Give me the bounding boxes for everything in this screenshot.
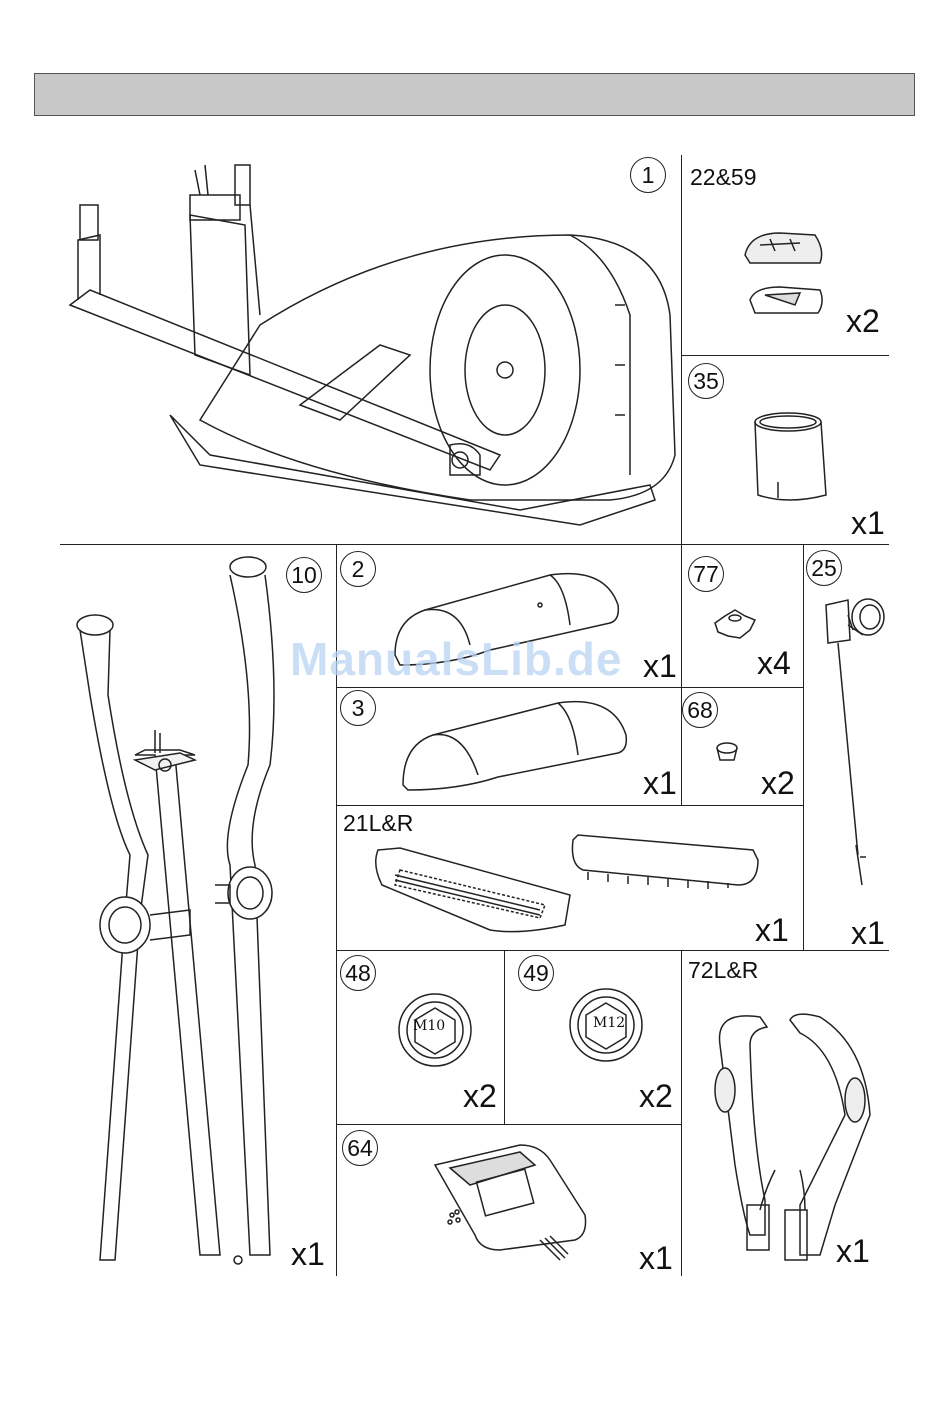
divider-h-right-top xyxy=(681,355,889,356)
divider-h-21 xyxy=(336,950,889,951)
divider-h-64 xyxy=(336,1124,681,1125)
part-number-35: 35 xyxy=(688,363,724,399)
pedal-left-drawing xyxy=(370,840,575,940)
divider-v-48 xyxy=(504,950,505,1124)
divider-v-top xyxy=(681,155,682,545)
quantity-3: x1 xyxy=(643,765,677,802)
small-cap-drawing xyxy=(712,740,742,765)
part-number-21lr: 21L&R xyxy=(343,810,413,837)
divider-h-main xyxy=(60,544,889,545)
quantity-21lr: x1 xyxy=(755,912,789,949)
pedal-right-drawing xyxy=(568,830,768,890)
pedal-arm-cover-left-drawing xyxy=(390,565,625,670)
quantity-48: x2 xyxy=(463,1078,497,1115)
divider-v-72 xyxy=(681,950,682,1276)
divider-h-3 xyxy=(336,805,803,806)
divider-v-25 xyxy=(803,544,804,950)
part-number-77: 77 xyxy=(688,556,724,592)
page-header-bar xyxy=(34,73,915,116)
part-number-49: 49 xyxy=(518,955,554,991)
quantity-72lr: x1 xyxy=(836,1233,870,1270)
divider-v-77 xyxy=(681,544,682,806)
quantity-35: x1 xyxy=(851,505,885,542)
part-number-2: 2 xyxy=(340,551,376,587)
handlebar-arms-drawing xyxy=(70,555,340,1265)
part-number-3: 3 xyxy=(340,690,376,726)
quantity-10: x1 xyxy=(291,1236,325,1273)
quantity-25: x1 xyxy=(851,915,885,952)
divider-h-2 xyxy=(336,687,803,688)
axle-cap-m10-label: M10 xyxy=(413,1018,445,1034)
sleeve-drawing xyxy=(748,410,833,505)
quantity-77: x4 xyxy=(757,645,791,682)
axle-cap-m12-label: M12 xyxy=(593,1015,625,1031)
part-number-72lr: 72L&R xyxy=(688,957,758,984)
quantity-68: x2 xyxy=(761,765,795,802)
handlebar-grips-drawing xyxy=(705,1005,890,1260)
part-number-22-59: 22&59 xyxy=(690,164,757,191)
part-number-25: 25 xyxy=(806,550,842,586)
pedal-arm-cover-right-drawing xyxy=(398,695,633,795)
quantity-49: x2 xyxy=(639,1078,673,1115)
quantity-22-59: x2 xyxy=(846,303,880,340)
part-number-48: 48 xyxy=(340,955,376,991)
part-number-68: 68 xyxy=(682,692,718,728)
end-cap-pair-drawing xyxy=(740,225,830,320)
console-drawing xyxy=(430,1140,590,1270)
main-frame-drawing xyxy=(50,155,680,540)
part-number-64: 64 xyxy=(342,1130,378,1166)
quantity-64: x1 xyxy=(639,1240,673,1277)
tension-knob-cable-drawing xyxy=(818,595,888,895)
knob-drawing xyxy=(710,608,760,643)
quantity-2: x1 xyxy=(643,648,677,685)
